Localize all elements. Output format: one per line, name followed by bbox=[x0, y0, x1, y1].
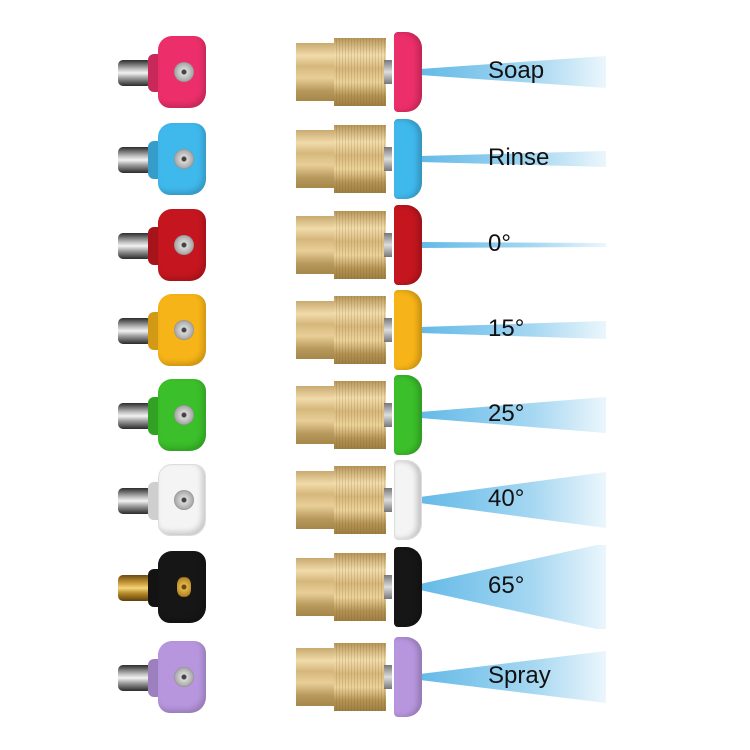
coupler-hex bbox=[296, 130, 334, 188]
nozzle-orifice bbox=[174, 320, 194, 340]
coupler-sleeve bbox=[334, 296, 386, 364]
coupler-sleeve bbox=[334, 211, 386, 279]
nozzle-tip bbox=[118, 551, 208, 623]
quick-connect-plug bbox=[118, 60, 152, 86]
coupler-hex bbox=[296, 386, 334, 444]
spray-label: 0° bbox=[488, 230, 511, 257]
nozzle-row: 15° bbox=[0, 288, 750, 372]
quick-connect-plug bbox=[118, 488, 152, 514]
coupler-hex bbox=[296, 301, 334, 359]
coupler-sleeve bbox=[334, 38, 386, 106]
coupler-nozzle-cap bbox=[394, 32, 422, 112]
spray-pattern-icon bbox=[420, 651, 606, 703]
coupler-hex bbox=[296, 558, 334, 616]
coupler-sleeve bbox=[334, 381, 386, 449]
brass-coupler bbox=[296, 211, 392, 279]
spray-pattern-icon bbox=[420, 242, 606, 248]
spray-label: Spray bbox=[488, 662, 551, 689]
nozzle-tip bbox=[118, 209, 208, 281]
nozzle-orifice bbox=[174, 62, 194, 82]
nozzle-orifice bbox=[174, 149, 194, 169]
nozzle-row: Rinse bbox=[0, 117, 750, 201]
spray-pattern-icon bbox=[420, 545, 606, 629]
quick-connect-plug bbox=[118, 318, 152, 344]
spray-pattern-icon bbox=[420, 472, 606, 528]
nozzle-orifice bbox=[174, 667, 194, 687]
brass-coupler bbox=[296, 381, 392, 449]
coupler-sleeve bbox=[334, 553, 386, 621]
nozzle-orifice bbox=[174, 235, 194, 255]
coupler-stem bbox=[384, 147, 392, 171]
spray-label: 65° bbox=[488, 572, 525, 599]
spray-label: 25° bbox=[488, 400, 525, 427]
quick-connect-plug bbox=[118, 403, 152, 429]
nozzle-row: 0° bbox=[0, 203, 750, 287]
coupler-sleeve bbox=[334, 466, 386, 534]
nozzle-tip bbox=[118, 464, 208, 536]
spray-label: 40° bbox=[488, 485, 525, 512]
coupler-stem bbox=[384, 318, 392, 342]
nozzle-tip bbox=[118, 123, 208, 195]
coupler-stem bbox=[384, 403, 392, 427]
spray-label: 15° bbox=[488, 315, 525, 342]
coupler-nozzle-cap bbox=[394, 547, 422, 627]
coupler-nozzle-cap bbox=[394, 119, 422, 199]
coupler-hex bbox=[296, 648, 334, 706]
coupler-nozzle-cap bbox=[394, 375, 422, 455]
spray-label: Soap bbox=[488, 57, 545, 84]
coupler-stem bbox=[384, 665, 392, 689]
spray-pattern-icon bbox=[420, 151, 606, 167]
coupler-nozzle-cap bbox=[394, 637, 422, 717]
spray-label: Rinse bbox=[488, 144, 550, 171]
coupler-hex bbox=[296, 216, 334, 274]
spray-pattern-icon bbox=[420, 56, 606, 88]
coupler-sleeve bbox=[334, 643, 386, 711]
brass-coupler bbox=[296, 125, 392, 193]
nozzle-row: 40° bbox=[0, 458, 750, 542]
coupler-stem bbox=[384, 60, 392, 84]
nozzle-tip bbox=[118, 36, 208, 108]
coupler-stem bbox=[384, 575, 392, 599]
nozzle-orifice bbox=[174, 490, 194, 510]
quick-connect-plug bbox=[118, 147, 152, 173]
coupler-stem bbox=[384, 488, 392, 512]
coupler-nozzle-cap bbox=[394, 205, 422, 285]
coupler-sleeve bbox=[334, 125, 386, 193]
coupler-nozzle-cap bbox=[394, 460, 422, 540]
coupler-stem bbox=[384, 233, 392, 257]
coupler-hex bbox=[296, 43, 334, 101]
brass-coupler bbox=[296, 296, 392, 364]
nozzle-orifice bbox=[177, 577, 191, 597]
nozzle-row: 25° bbox=[0, 373, 750, 457]
brass-coupler bbox=[296, 553, 392, 621]
nozzle-tip bbox=[118, 641, 208, 713]
nozzle-row: 65° bbox=[0, 545, 750, 629]
quick-connect-plug bbox=[118, 575, 152, 601]
nozzle-tip bbox=[118, 379, 208, 451]
coupler-nozzle-cap bbox=[394, 290, 422, 370]
brass-coupler bbox=[296, 38, 392, 106]
nozzle-tip bbox=[118, 294, 208, 366]
spray-pattern-icon bbox=[420, 321, 606, 339]
brass-coupler bbox=[296, 643, 392, 711]
nozzle-row: Soap bbox=[0, 30, 750, 114]
quick-connect-plug bbox=[118, 665, 152, 691]
coupler-hex bbox=[296, 471, 334, 529]
brass-coupler bbox=[296, 466, 392, 534]
nozzle-row: Spray bbox=[0, 635, 750, 719]
nozzle-orifice bbox=[174, 405, 194, 425]
quick-connect-plug bbox=[118, 233, 152, 259]
spray-pattern-icon bbox=[420, 397, 606, 433]
